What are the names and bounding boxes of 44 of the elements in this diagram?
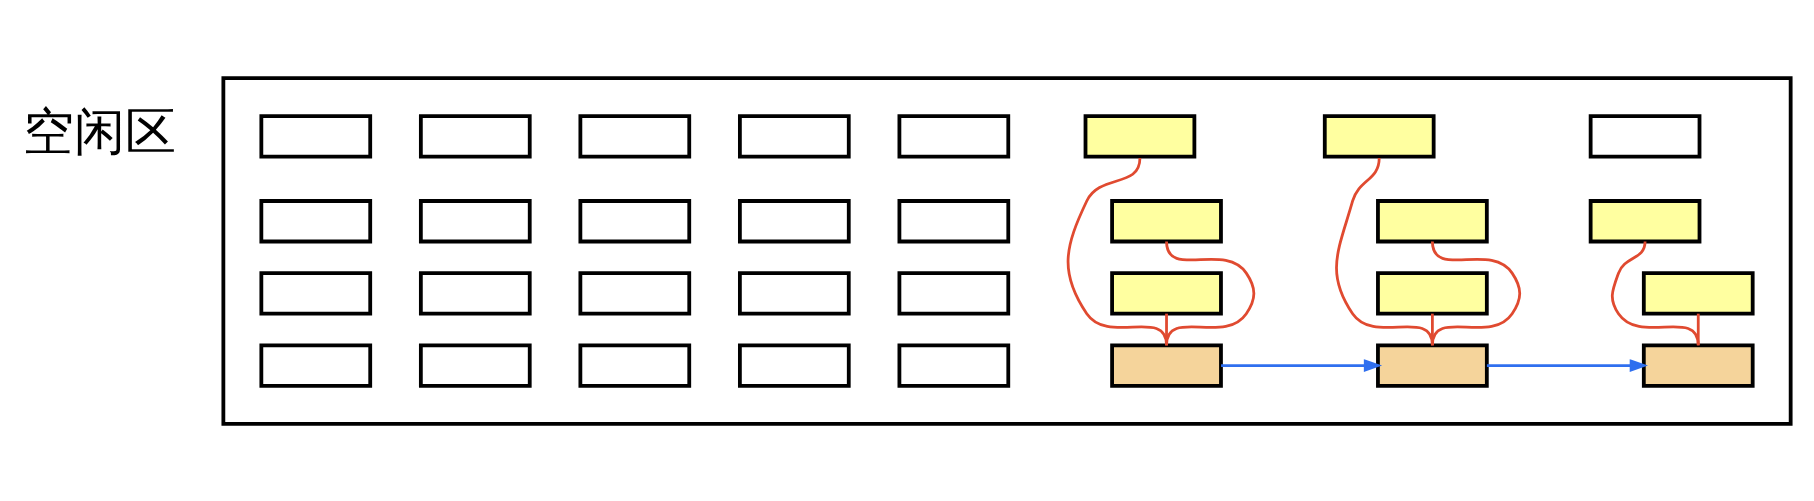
node-box (1110, 198, 1223, 243)
node-box (578, 198, 692, 243)
node-box (418, 198, 532, 243)
node-box (578, 113, 692, 159)
node-box (1322, 113, 1436, 159)
node-box (578, 270, 692, 316)
node-box (1376, 342, 1489, 388)
node-box (738, 270, 851, 316)
node-box (738, 342, 851, 388)
node-box (259, 198, 373, 243)
node-box (897, 113, 1011, 159)
node-box (1376, 198, 1489, 243)
connector (1335, 157, 1434, 346)
connector (1431, 240, 1522, 345)
connector (1165, 313, 1168, 345)
node-box (897, 270, 1011, 316)
node-box (1110, 342, 1223, 388)
node-box (1641, 270, 1755, 316)
node-box (418, 113, 532, 159)
cluster (221, 75, 1793, 426)
node-box (897, 342, 1011, 388)
node-box (1641, 342, 1755, 388)
node-box (738, 113, 851, 159)
arrow (1486, 358, 1648, 372)
node-box (1376, 270, 1489, 316)
connector (1165, 240, 1256, 345)
node-box (578, 342, 692, 388)
node-box (1083, 113, 1197, 159)
node-box (259, 113, 373, 159)
connector (1696, 313, 1700, 345)
arrow (1221, 358, 1383, 372)
node-box (897, 198, 1011, 243)
node-box (1588, 113, 1702, 159)
node-box (259, 270, 373, 316)
node-box (738, 198, 851, 243)
connector (1610, 240, 1700, 346)
node-box (1588, 198, 1702, 243)
node-box (1110, 270, 1223, 316)
connector (1431, 313, 1434, 345)
node-box (418, 342, 532, 388)
connector (1066, 157, 1168, 346)
node-box (259, 342, 373, 388)
label: 空闲区 (22, 101, 176, 161)
node-box (418, 270, 532, 316)
